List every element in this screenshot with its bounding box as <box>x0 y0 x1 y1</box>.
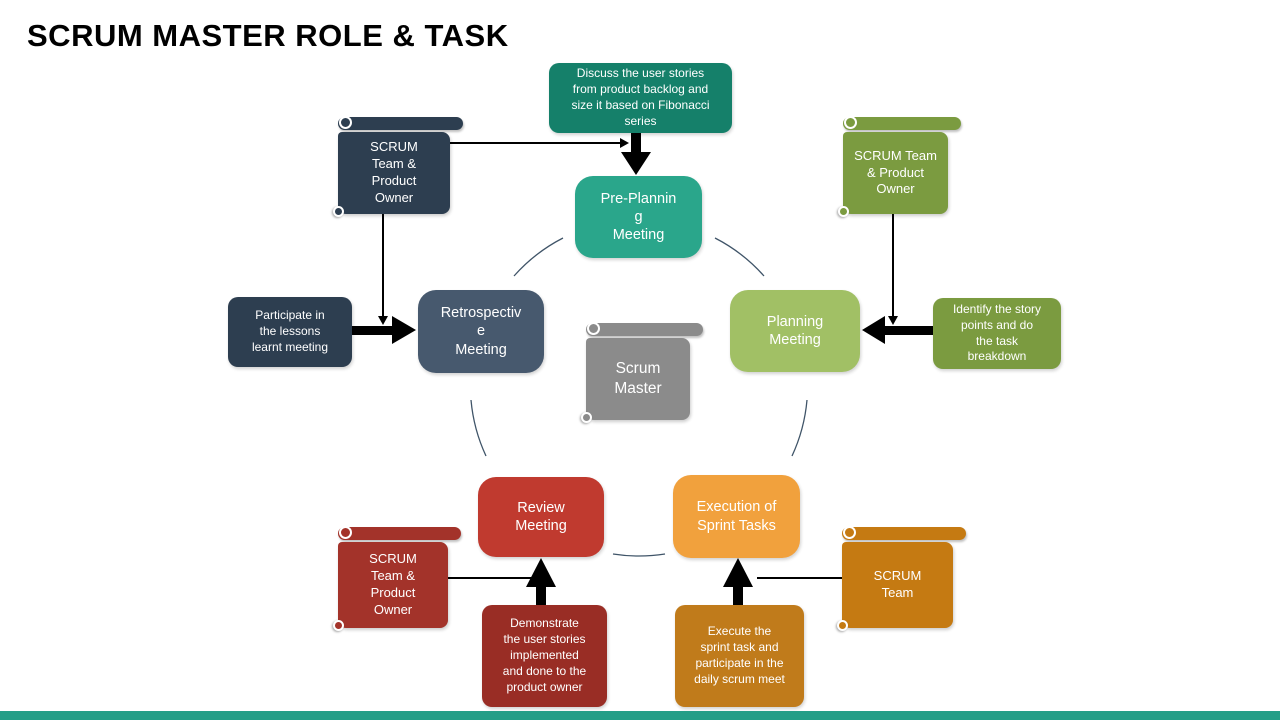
note-text: Execute the sprint task and participate … <box>694 624 785 686</box>
node-label: Planning Meeting <box>766 313 824 348</box>
note-execute-sprint-task: Execute the sprint task and participate … <box>675 605 804 707</box>
scroll-curl-icon <box>587 322 600 335</box>
scroll-curl-bottom-icon <box>838 206 849 217</box>
connector-line-left-down <box>382 214 384 317</box>
page-title: SCRUM MASTER ROLE & TASK <box>27 18 509 53</box>
note-text: Participate in the lessons learnt meetin… <box>251 308 329 354</box>
scroll-curl-icon <box>844 116 857 129</box>
footer-accent-bar <box>0 711 1280 720</box>
connector-line-bottom-left <box>448 577 537 579</box>
cycle-arc <box>714 237 765 277</box>
scroll-curl-bottom-icon <box>333 206 344 217</box>
note-text: Identify the story points and do the tas… <box>952 301 1042 364</box>
node-pre-planning-meeting: Pre-Plannin g Meeting <box>575 176 702 258</box>
arrow-head-down-icon <box>621 152 651 175</box>
scroll-label: SCRUM Team & Product Owner <box>338 132 450 214</box>
node-review-meeting: Review Meeting <box>478 477 604 557</box>
arrow-head-up-icon <box>723 558 753 587</box>
scroll-curl-icon <box>339 526 352 539</box>
scroll-scrum-team-product-owner-bottom-left: SCRUM Team & Product Owner <box>333 526 461 631</box>
cycle-arc <box>470 399 487 457</box>
node-label: Pre-Plannin g Meeting <box>600 190 677 244</box>
arrow-shaft <box>884 326 934 335</box>
cycle-arc <box>513 237 564 277</box>
node-planning-meeting: Planning Meeting <box>730 290 860 372</box>
scroll-curl-icon <box>339 116 352 129</box>
arrowhead-down-icon <box>888 316 898 325</box>
arrow-shaft <box>347 326 392 335</box>
note-identify-story-points: Identify the story points and do the tas… <box>933 298 1061 369</box>
note-discuss-user-stories: Discuss the user stories from product ba… <box>549 63 732 133</box>
scroll-curl-bottom-icon <box>333 620 344 631</box>
arrow-head-left-icon <box>862 316 885 344</box>
arrow-shaft <box>631 130 641 153</box>
node-retrospective-meeting: Retrospectiv e Meeting <box>418 290 544 373</box>
connector-line-bottom-right <box>757 577 843 579</box>
arrowhead-down-icon <box>378 316 388 325</box>
connector-line-right-down <box>892 214 894 317</box>
scroll-bar <box>842 527 966 540</box>
connector-line-top-left <box>450 142 621 144</box>
arrow-head-up-icon <box>526 558 556 587</box>
scroll-scrum-team-bottom-right: SCRUM Team <box>837 526 966 631</box>
scroll-label: SCRUM Team & Product Owner <box>843 132 948 214</box>
node-execution-meeting: Execution of Sprint Tasks <box>673 475 800 558</box>
scroll-label: SCRUM Team & Product Owner <box>338 542 448 628</box>
scroll-curl-bottom-icon <box>581 412 592 423</box>
scroll-bar <box>586 323 703 336</box>
scroll-scrum-master-center: Scrum Master <box>581 322 703 423</box>
cycle-arc <box>612 553 666 557</box>
note-demonstrate-stories: Demonstrate the user stories implemented… <box>482 605 607 707</box>
scroll-label: Scrum Master <box>586 338 690 420</box>
scroll-curl-bottom-icon <box>837 620 848 631</box>
arrow-shaft <box>536 586 546 606</box>
node-label: Execution of Sprint Tasks <box>696 499 777 534</box>
note-participate-lessons: Participate in the lessons learnt meetin… <box>228 297 352 367</box>
arrow-head-right-icon <box>392 316 416 344</box>
node-label: Review Meeting <box>515 499 567 534</box>
cycle-arc <box>791 399 808 457</box>
node-label: Retrospectiv e Meeting <box>440 305 522 358</box>
arrow-shaft <box>733 586 743 606</box>
scroll-curl-icon <box>843 526 856 539</box>
scroll-bar <box>338 117 463 130</box>
note-text: Discuss the user stories from product ba… <box>571 66 710 128</box>
scroll-scrum-team-product-owner-top-right: SCRUM Team & Product Owner <box>838 116 961 217</box>
scroll-bar <box>843 117 961 130</box>
scroll-bar <box>338 527 461 540</box>
scroll-scrum-team-product-owner-top-left: SCRUM Team & Product Owner <box>333 116 463 217</box>
arrowhead-right-icon <box>620 138 629 148</box>
note-text: Demonstrate the user stories implemented… <box>502 616 587 694</box>
scroll-label: SCRUM Team <box>842 542 953 628</box>
